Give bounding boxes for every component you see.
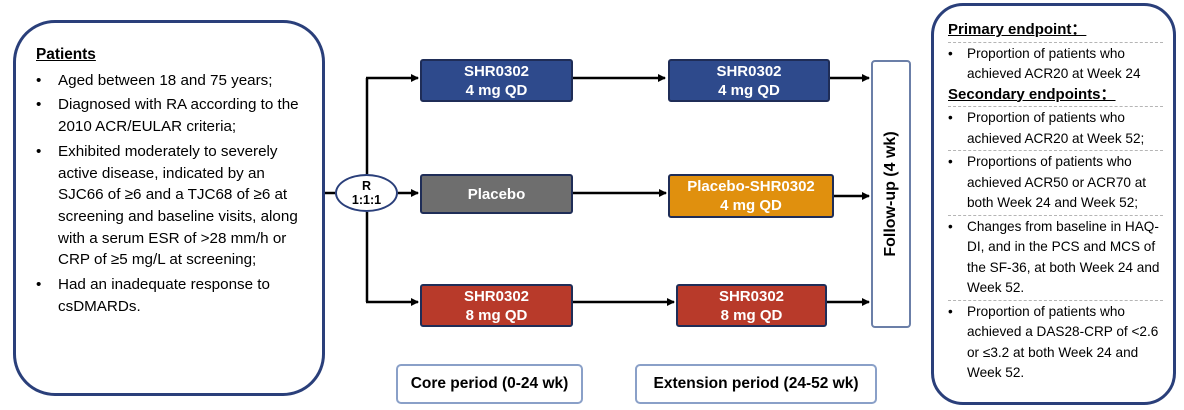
endpoints-panel: Primary endpoint： • Proportion of patien… [931,3,1176,405]
extension-arm-top-dose: 4 mg QD [718,81,780,99]
followup-label: Follow-up (4 wk) [882,131,899,257]
primary-endpoint-item: • Proportion of patients who achieved AC… [948,44,1167,85]
core-arm-bottom-dose: 8 mg QD [465,306,528,324]
patients-criterion: • Diagnosed with RA according to the 201… [36,94,312,137]
secondary-endpoint-item: • Changes from baseline in HAQ-DI, and i… [948,217,1167,299]
bullet-marker: • [948,154,953,169]
bullet-marker: • [948,218,953,234]
divider [948,150,1163,151]
core-arm-bottom-drug: SHR0302 [463,287,530,305]
extension-arm-top: SHR0302 4 mg QD [668,59,830,102]
patients-criterion: • Aged between 18 and 75 years; [36,70,312,92]
secondary-endpoint-text: Proportion of patients who achieved ACR2… [967,110,1145,146]
extension-arm-top-drug: SHR0302 [716,62,782,80]
secondary-endpoint-text: Proportion of patients who achieved a DA… [967,303,1159,381]
core-period-label: Core period (0-24 wk) [396,364,583,404]
patients-criterion-text: Aged between 18 and 75 years; [58,71,273,89]
core-arm-top-drug: SHR0302 [463,62,530,80]
bullet-marker: • [36,71,42,89]
extension-arm-bottom-dose: 8 mg QD [720,306,783,324]
patients-criteria-list: • Aged between 18 and 75 years; • Diagno… [36,70,312,318]
extension-period-label: Extension period (24-52 wk) [635,364,877,404]
secondary-endpoints-heading: Secondary endpoints： [948,85,1116,103]
core-arm-top: SHR0302 4 mg QD [420,59,573,102]
core-arm-bottom: SHR0302 8 mg QD [420,284,573,327]
secondary-endpoint-text: Proportions of patients who achieved ACR… [967,154,1147,210]
primary-endpoint-text: Proportion of patients who achieved ACR2… [967,45,1141,82]
bullet-marker: • [36,142,42,160]
secondary-endpoint-item: • Proportion of patients who achieved a … [948,302,1167,384]
followup-box: Follow-up (4 wk) [871,60,911,328]
core-arm-top-dose: 4 mg QD [465,81,528,99]
extension-arm-middle-dose: 4 mg QD [720,197,782,214]
randomization-ratio: 1:1:1 [351,193,382,207]
randomization-label: R [361,179,372,193]
bullet-marker: • [36,276,42,294]
extension-arm-middle-drug: Placebo-SHR0302 [687,178,815,195]
patients-criterion: • Had an inadequate response to csDMARDs… [36,274,312,317]
core-arm-middle: Placebo [420,174,573,214]
patients-criterion-text: Diagnosed with RA according to the 2010 … [58,96,299,136]
bullet-marker: • [948,110,953,125]
bullet-marker: • [948,303,953,319]
secondary-endpoints-list: • Proportion of patients who achieved AC… [948,108,1167,384]
divider [948,41,1163,43]
bullet-marker: • [36,96,42,114]
core-arm-middle-drug: Placebo [467,185,526,203]
secondary-endpoint-item: • Proportions of patients who achieved A… [948,152,1167,214]
extension-arm-middle: Placebo-SHR0302 4 mg QD [668,174,834,218]
patients-criterion: • Exhibited moderately to severely activ… [36,141,312,271]
secondary-endpoint-item: • Proportion of patients who achieved AC… [948,108,1167,149]
extension-period-text: Extension period (24-52 wk) [653,375,859,392]
primary-endpoint-list: • Proportion of patients who achieved AC… [948,44,1167,85]
patients-criterion-text: Had an inadequate response to csDMARDs. [58,276,270,315]
patients-panel: Patients • Aged between 18 and 75 years;… [13,20,325,396]
bullet-marker: • [948,45,953,61]
secondary-endpoint-text: Changes from baseline in HAQ-DI, and in … [967,218,1160,296]
patients-heading: Patients [36,46,96,63]
divider [948,214,1163,216]
randomization-node: R 1:1:1 [335,174,398,212]
core-period-text: Core period (0-24 wk) [410,375,569,392]
primary-endpoint-heading: Primary endpoint： [948,21,1087,38]
divider [948,106,1163,107]
divider [948,299,1163,301]
patients-criterion-text: Exhibited moderately to severely active … [58,142,298,269]
extension-arm-bottom-drug: SHR0302 [718,287,785,305]
extension-arm-bottom: SHR0302 8 mg QD [676,284,827,327]
